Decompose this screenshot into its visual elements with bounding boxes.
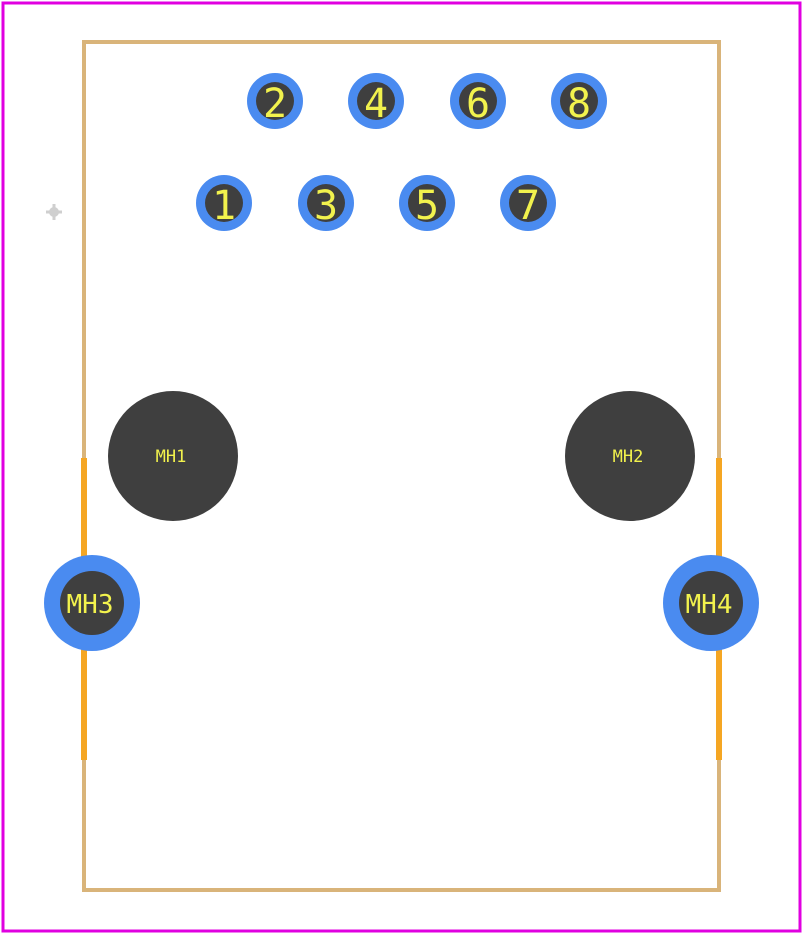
pin-5-label: 5 xyxy=(415,183,439,229)
pin-6[interactable]: 6 xyxy=(450,73,506,129)
pin-4[interactable]: 4 xyxy=(348,73,404,129)
pad-mh3[interactable]: MH3 xyxy=(44,555,140,651)
hole-mh1[interactable]: MH1 xyxy=(108,391,238,521)
hole-mh1-label: MH1 xyxy=(156,447,187,467)
pin-2-label: 2 xyxy=(263,81,287,127)
pin-7[interactable]: 7 xyxy=(500,175,556,231)
hole-mh2-label: MH2 xyxy=(613,447,644,467)
pin-1[interactable]: 1 xyxy=(196,175,252,231)
pin-7-label: 7 xyxy=(516,183,540,229)
hole-mh2[interactable]: MH2 xyxy=(565,391,695,521)
pad-mh4[interactable]: MH4 xyxy=(663,555,759,651)
pin-8[interactable]: 8 xyxy=(551,73,607,129)
pad-mh3-label: MH3 xyxy=(67,590,114,620)
pin-4-label: 4 xyxy=(364,81,388,127)
pin-5[interactable]: 5 xyxy=(399,175,455,231)
origin-cross-icon xyxy=(46,204,62,220)
pad-mh4-label: MH4 xyxy=(686,590,733,620)
pin-6-label: 6 xyxy=(466,81,490,127)
pin-3-label: 3 xyxy=(314,183,338,229)
pin-3[interactable]: 3 xyxy=(298,175,354,231)
pin-2[interactable]: 2 xyxy=(247,73,303,129)
pin-8-label: 8 xyxy=(567,81,591,127)
pin-1-label: 1 xyxy=(212,183,236,229)
